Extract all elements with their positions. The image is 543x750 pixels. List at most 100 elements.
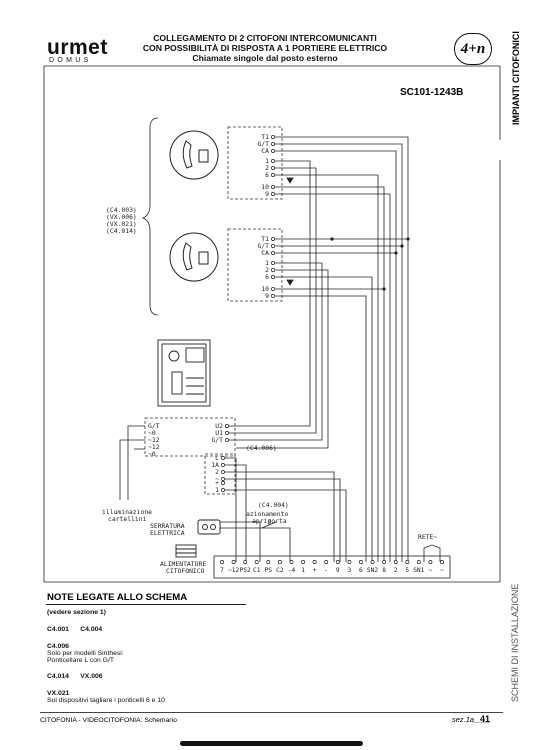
illumination-label: cartellini xyxy=(108,515,147,523)
handset-icon xyxy=(169,232,219,282)
page-title: COLLEGAMENTO DI 2 CITOFONI INTERCOMUNICA… xyxy=(120,33,410,63)
psu-terminal xyxy=(254,560,259,564)
terminal-label: L xyxy=(215,454,219,462)
psu-label: ALIMENTATORE xyxy=(160,560,206,568)
psu-terminal xyxy=(301,560,306,564)
terminal-label: G/T xyxy=(211,436,223,444)
title-line-3: Chiamate singole dal posto esterno xyxy=(192,53,338,63)
psu-terminal xyxy=(393,560,398,564)
terminal-label: U1 xyxy=(215,429,223,437)
terminal-label: 1 xyxy=(265,259,269,267)
terminal-label: 2 xyxy=(265,164,269,172)
psu-terminal-label: 2 xyxy=(394,567,398,574)
terminal-label: ~0 xyxy=(148,429,156,437)
psu-terminal-label: ~12 xyxy=(228,567,239,574)
psu-terminal xyxy=(243,560,248,564)
note-text: Solo per modelli Sinthesi: xyxy=(47,650,124,657)
notes-codes-2: C4.014 VX.006 xyxy=(47,673,103,680)
psu-terminal xyxy=(231,560,236,564)
psu-terminal-label: PS xyxy=(265,567,273,574)
note-text: Ponticellare L con G/T xyxy=(47,657,114,664)
footer-left: CITOFONIA - VIDEOCITOFONIA: Schemario xyxy=(40,717,177,724)
door-button-icon xyxy=(261,519,277,529)
home-indicator[interactable] xyxy=(180,741,363,746)
handset-ref: (VX.006) xyxy=(106,213,137,221)
terminal-label: 1A xyxy=(211,461,219,469)
lock-label: SERRATURA xyxy=(150,522,185,530)
terminal-label: 10 xyxy=(261,285,269,293)
note-text: Sui dispositivi tagliare i ponticelli 6 … xyxy=(47,697,165,704)
title-line-1: COLLEGAMENTO DI 2 CITOFONI INTERCOMUNICA… xyxy=(153,33,377,43)
button-label: azionamento xyxy=(246,510,288,518)
psu-terminal-label: 5 xyxy=(405,567,409,574)
handset-icon xyxy=(169,130,219,180)
system-badge: 4+n xyxy=(454,33,492,65)
psu-terminal-label: PS2 xyxy=(240,567,251,574)
scheme-code: SC101-1243B xyxy=(400,87,464,98)
notes-title: NOTE LEGATE ALLO SCHEMA xyxy=(47,592,188,603)
psu-terminal-label: 6 xyxy=(359,567,363,574)
title-line-2: CON POSSIBILITÀ DI RISPOSTA A 1 PORTIERE… xyxy=(142,43,388,53)
page-number: 41 xyxy=(480,714,491,724)
handset-ref: (C4.014) xyxy=(106,227,137,235)
psu-terminal xyxy=(358,560,363,564)
psu-terminal xyxy=(324,560,329,564)
psu-terminal xyxy=(335,560,340,564)
terminal-label: 6 xyxy=(265,273,269,281)
illumination-label: illuminazione xyxy=(102,508,152,516)
brand-subtitle: DOMUS xyxy=(49,57,92,64)
handset-ref: (VX.021) xyxy=(106,220,137,228)
terminal-label: 1 xyxy=(265,157,269,165)
psu-terminal xyxy=(347,560,352,564)
psu-terminal-label: 1 xyxy=(301,567,305,574)
mains-label: RETE~ xyxy=(418,533,437,541)
psu-terminal xyxy=(289,560,294,564)
psu-terminal xyxy=(428,560,433,564)
terminal-label: 9 xyxy=(265,190,269,198)
psu-terminal xyxy=(277,560,282,564)
psu-terminal xyxy=(440,560,444,564)
psu-label: CITOFONICO xyxy=(166,567,205,575)
note-code: C4.006 xyxy=(47,643,69,650)
button-ref: (C4.004) xyxy=(258,501,289,509)
terminal-label: 2 xyxy=(265,266,269,274)
psu-terminal xyxy=(382,560,387,564)
terminal-label: 6 xyxy=(265,171,269,179)
psu-terminal-label: C1 xyxy=(253,567,261,574)
terminal-label: ~ xyxy=(215,475,219,483)
terminal-label: CA xyxy=(261,249,269,257)
psu-terminal xyxy=(370,560,375,564)
door-station-icon xyxy=(157,339,211,407)
handset-ref: (C4.003) xyxy=(106,206,137,214)
psu-terminal-label: 9 xyxy=(336,567,340,574)
brand-logo: urmet xyxy=(47,36,108,59)
terminal-label: CA xyxy=(261,147,269,155)
door-lock-icon xyxy=(197,519,221,535)
terminal-label: 9 xyxy=(265,292,269,300)
notes-intro: (vedere sezione 1) xyxy=(47,609,106,616)
terminal-label: T1 xyxy=(261,235,269,243)
terminal-label: + xyxy=(215,479,219,487)
terminal-label: G/T xyxy=(257,242,269,250)
psu-terminal xyxy=(405,560,410,564)
psu-terminal-label: -4 xyxy=(288,567,296,574)
psu-terminal xyxy=(312,560,317,564)
terminal-label: ~12 xyxy=(148,436,160,444)
psu-terminal-label: + xyxy=(313,567,317,574)
psu-terminal xyxy=(266,560,271,564)
note-code: VX.021 xyxy=(47,690,70,697)
psu-terminal-label: 7 xyxy=(220,567,224,574)
terminal-label: T1 xyxy=(261,133,269,141)
power-supply-icon xyxy=(175,544,197,558)
psu-terminal-label: C2 xyxy=(276,567,284,574)
psu-terminal-label: SN2 xyxy=(367,567,378,574)
lock-label: ELETTRICA xyxy=(150,529,185,537)
notes-divider xyxy=(46,604,246,605)
footer-section: sez.1a____ xyxy=(452,715,491,724)
terminal-label: G/T xyxy=(257,140,269,148)
psu-terminal xyxy=(220,560,224,564)
terminal-label: 1 xyxy=(215,486,219,494)
terminal-label: 2 xyxy=(215,468,219,476)
